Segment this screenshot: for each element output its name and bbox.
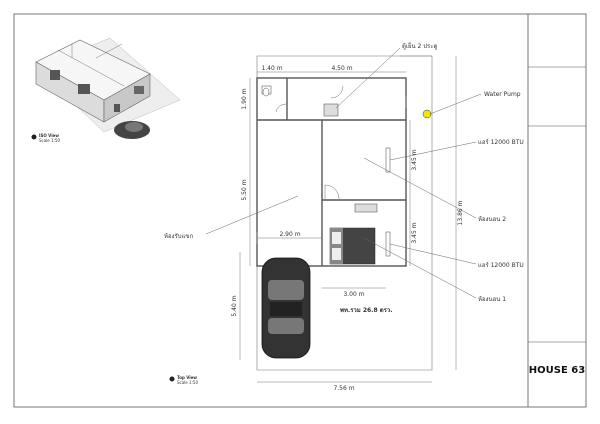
dim-top-right: 4.50 m [331,65,352,72]
iso-view-drawing [35,37,181,139]
top-view-title: Top View [177,375,197,380]
iso-window [50,70,60,80]
dim-bedroom1-height: 3.45 m [411,222,418,243]
iso-view-marker-icon [31,134,37,140]
label-living-room: ห้องรับแขก [164,233,193,240]
dim-overall-width: 7.56 m [333,385,354,392]
label-ac-lower: แอร์ 12000 BTU [478,261,524,269]
desk-icon [354,203,378,213]
label-wardrobe: ตู้เย็น 2 ประตู [402,41,437,50]
dim-bedroom1-width: 3.00 m [343,291,364,298]
dim-car-length: 5.40 m [231,295,238,316]
label-water-pump: Water Pump [484,91,521,98]
title-block: HOUSE 63 [527,14,586,407]
iso-door [114,104,120,112]
water-pump-icon [422,109,432,119]
dim-overall-length: 13.86 m [457,200,464,225]
dim-living-height: 5.50 m [241,179,248,200]
label-bedroom2: ห้องนอน 2 [478,216,506,223]
ac-unit-upper [385,147,391,173]
doors [275,85,344,200]
dim-bedroom2-height: 3.45 m [411,149,418,170]
iso-window [134,86,144,94]
wardrobe-icon [323,103,339,117]
floor-plan-walls [256,77,407,267]
sheet-border [13,13,587,408]
label-ac-upper: แอร์ 12000 BTU [478,138,524,146]
ac-unit-lower [385,231,391,257]
iso-view-scale: Scale 1:50 [39,138,60,143]
iso-view-title: ISO View [39,133,59,138]
dim-living-width: 2.90 m [279,231,300,238]
label-total-area: พท.รวม 26.8 ตรว. [340,307,393,314]
dim-top-left: 1.40 m [261,65,282,72]
top-view-scale: Scale 1:50 [177,380,198,385]
leader-lines [205,47,482,299]
project-name: HOUSE 63 [529,365,585,376]
dimension-lines [239,56,457,383]
top-view-marker-icon [169,376,175,382]
car-top-view [261,257,311,359]
dim-upper-height: 1.90 m [241,88,248,109]
label-bedroom1: ห้องนอน 1 [478,296,506,303]
iso-window [78,84,90,94]
fixtures [256,85,432,265]
